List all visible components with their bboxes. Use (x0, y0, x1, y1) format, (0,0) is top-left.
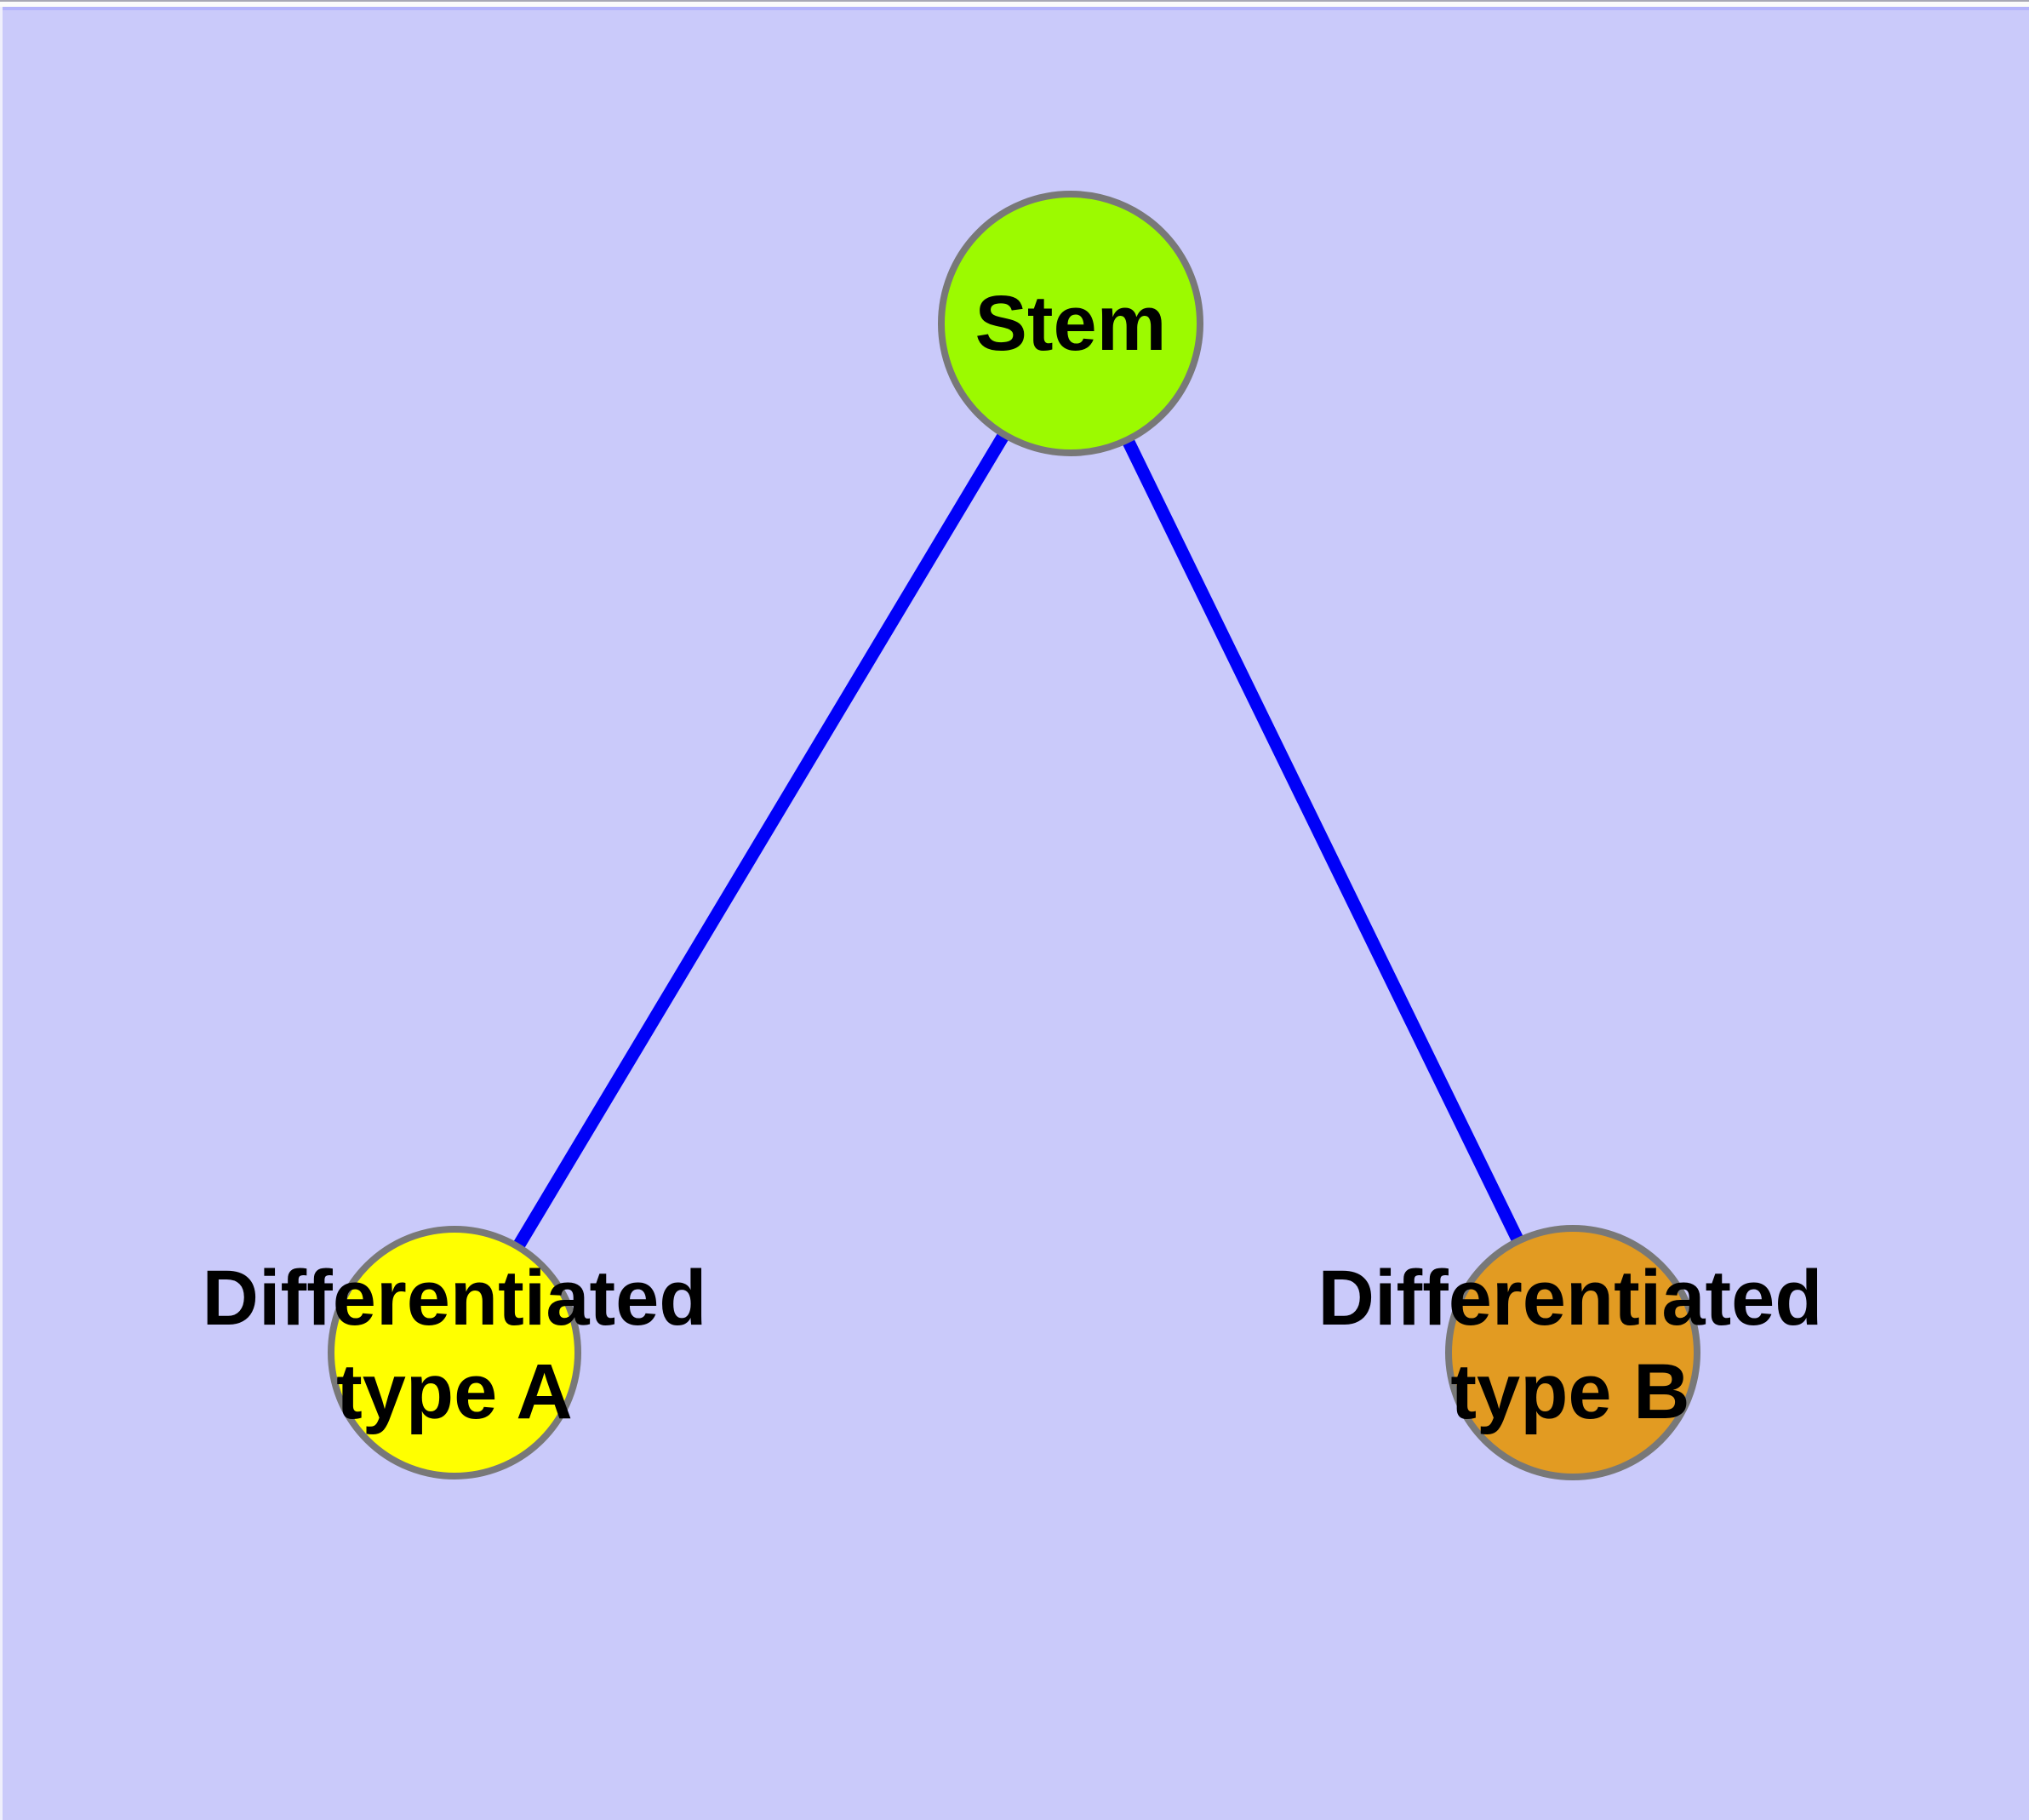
window-left-edge (0, 7, 3, 1820)
window-top-hairline (0, 0, 2029, 2)
plot-top-accent-line (0, 7, 2029, 10)
node-typeB-circle (1445, 1225, 1700, 1480)
edge-stem-to-typeB (1065, 320, 1579, 1356)
node-typeA-circle (328, 1226, 581, 1479)
node-stem-circle (938, 191, 1203, 456)
edge-stem-to-typeA (449, 320, 1077, 1356)
window-top-strip (0, 2, 2029, 7)
